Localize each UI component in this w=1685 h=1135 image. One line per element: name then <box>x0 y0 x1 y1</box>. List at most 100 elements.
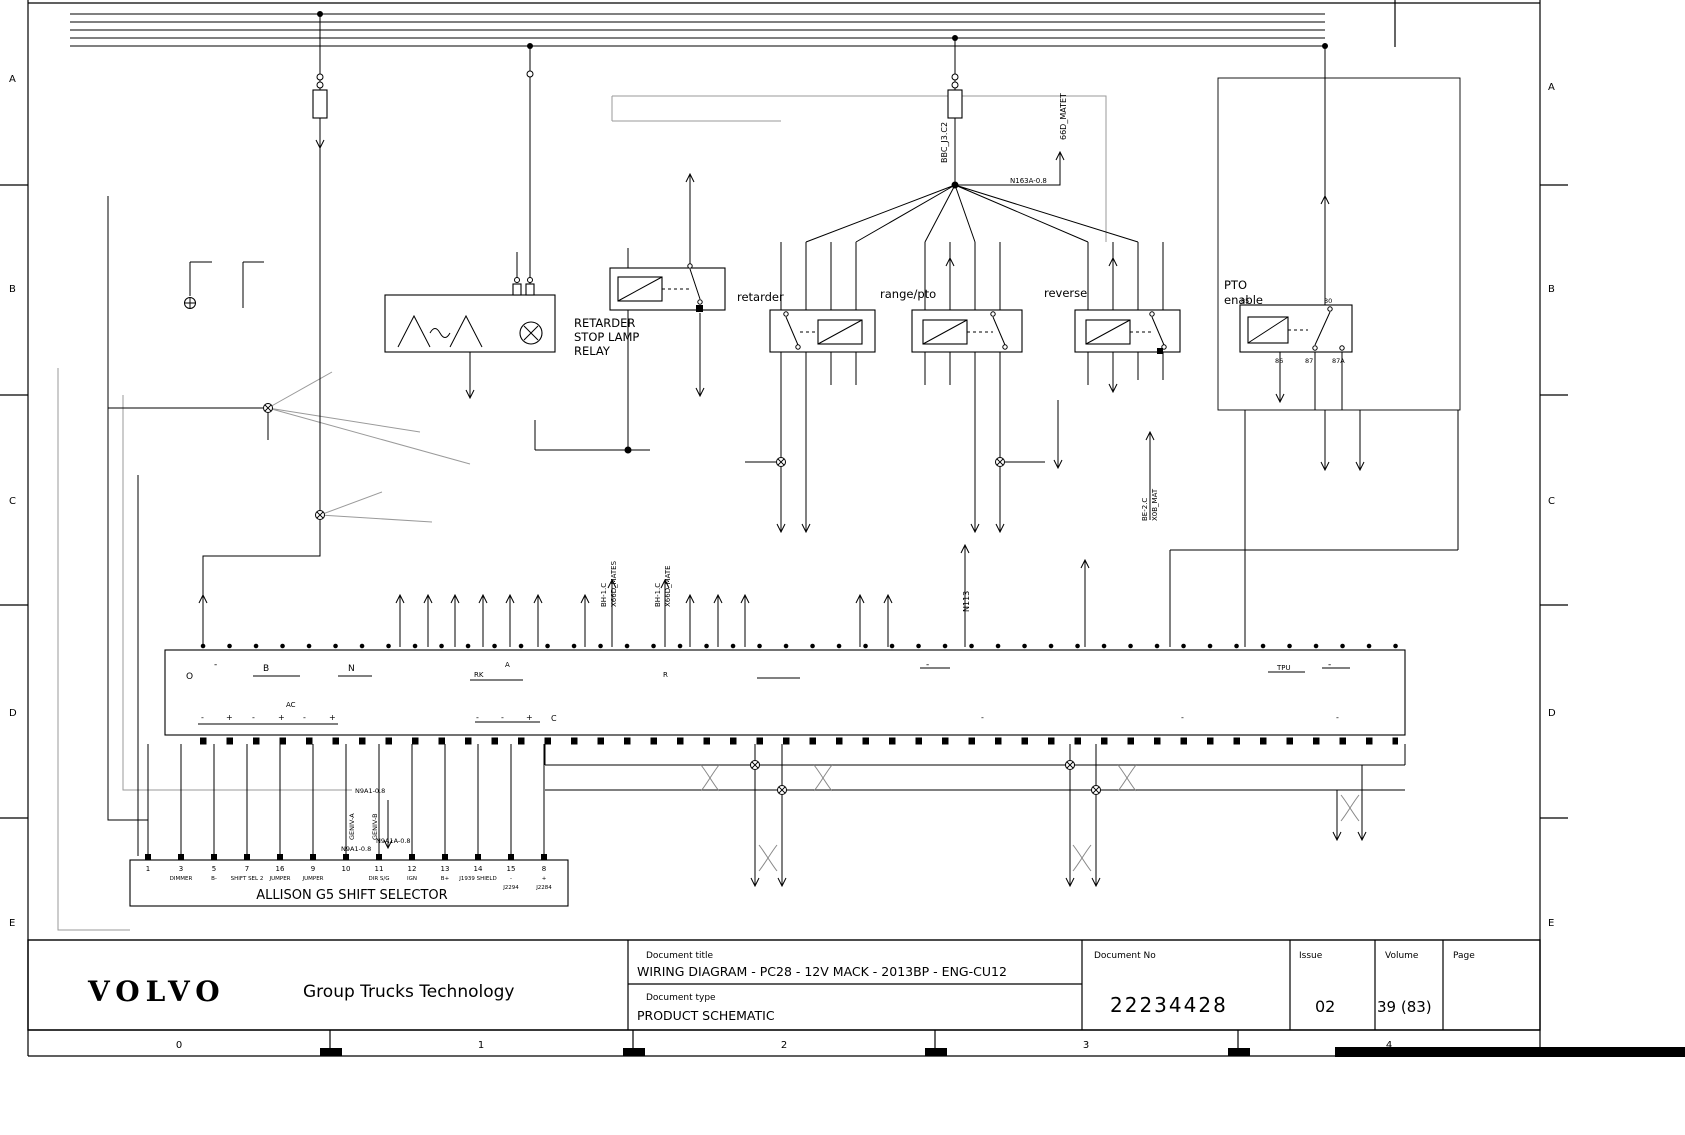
strip-marker: R <box>663 671 668 679</box>
component-label: range/pto <box>880 287 936 301</box>
wiring-lines <box>70 13 1459 886</box>
col-label: 2 <box>781 1040 787 1051</box>
doc-type-value: PRODUCT SCHEMATIC <box>637 1008 775 1023</box>
selector-pin-label: IGN <box>407 876 417 882</box>
selector-pin-label: SHIFT SEL 2 <box>231 876 264 882</box>
relay-pin-labels: 85 30 86 87 87A <box>1241 297 1345 365</box>
selector-pin-label: - <box>510 876 512 882</box>
selector-pin-number: 13 <box>441 865 450 873</box>
doc-no-value: 22234428 <box>1110 993 1228 1017</box>
selector-pin-label: J1939 SHIELD <box>458 876 496 882</box>
relay-pin: 85 <box>1241 297 1249 305</box>
company-name: Group Trucks Technology <box>303 982 515 1002</box>
reverse-relay <box>1074 309 1181 354</box>
component-label: RELAY <box>574 344 611 358</box>
selector-pin-label: JUMPER <box>301 876 323 882</box>
volvo-logo: VOLVO <box>87 975 226 1008</box>
wire-label: GENIV-A <box>348 813 356 840</box>
component-label: retarder <box>737 290 784 304</box>
strip-marker: RK <box>474 671 484 679</box>
row-label-left: E <box>9 918 15 929</box>
row-label-right: B <box>1548 284 1555 295</box>
drawing-frame <box>0 0 1685 1057</box>
direction-arrows-down <box>315 139 1367 888</box>
issue-value: 02 <box>1315 997 1335 1016</box>
fuse-symbol <box>947 73 963 119</box>
wire-labels: BBC_J3.C2 66D_MATET N163A-0.8 BH-1.C X66… <box>341 93 1159 853</box>
wire-label: N9A1A-0.8 <box>376 837 411 845</box>
relay-pin: 86 <box>1275 357 1283 365</box>
strip-marker: - <box>201 713 204 722</box>
strip-marker: + <box>278 713 285 722</box>
strip-marker: - <box>476 713 479 722</box>
wire-label: 66D_MATET <box>1059 93 1068 140</box>
frame-row-labels: A B C D E A B C D E <box>9 74 1556 929</box>
strip-marker: N <box>348 664 355 674</box>
wire-label: X0B_MAT <box>1151 488 1159 521</box>
strip-marker: AC <box>286 701 296 709</box>
wire-label: N113 <box>962 591 971 612</box>
col-label: 3 <box>1083 1040 1089 1051</box>
trim-mark <box>623 1048 645 1056</box>
selector-pin-number: 12 <box>408 865 417 873</box>
fuse-symbol <box>312 73 328 119</box>
strip-marker: - <box>214 660 217 670</box>
selector-pin-number: 16 <box>276 865 285 873</box>
col-label: 4 <box>1386 1040 1392 1051</box>
relay-pin: 87A <box>1332 357 1345 365</box>
selector-pin-number: 9 <box>311 865 315 873</box>
wire-label: X66D_MATE <box>664 565 672 607</box>
col-label: 0 <box>176 1040 182 1051</box>
retarder-stop-lamp-relay <box>609 263 726 312</box>
title-block: VOLVO Group Trucks Technology Document t… <box>27 939 1541 1031</box>
strip-marker: - <box>926 660 929 670</box>
row-label-right: C <box>1548 496 1555 507</box>
selector-pin-label: DIMMER <box>170 876 193 882</box>
selector-pin-texts: 1 3 5 7 16 9 10 11 12 13 14 15 8 DIMMER … <box>146 865 553 903</box>
selector-pin-number: 5 <box>212 865 216 873</box>
strip-marker: B <box>263 664 269 674</box>
trim-bar <box>1335 1047 1685 1057</box>
relay-pin: 30 <box>1324 297 1332 305</box>
selector-pin-sub: J2294 <box>502 885 519 891</box>
selector-pin-label: JUMPER <box>268 876 290 882</box>
selector-pin-number: 10 <box>342 865 351 873</box>
wire-label: GENIV-B <box>371 813 379 840</box>
component-label: RETARDER <box>574 316 635 330</box>
strip-marker: - <box>1181 713 1184 722</box>
terminal-strip-markers: O - B N RK A R - TPU - - + - + - + AC - … <box>186 660 1339 723</box>
component-label: enable <box>1224 293 1263 307</box>
row-label-left: A <box>9 74 16 85</box>
row-label-left: C <box>9 496 16 507</box>
volume-value: 39 (83) <box>1377 998 1432 1016</box>
wire-label: BH-1.C <box>654 583 662 607</box>
range-pto-relay <box>911 309 1023 353</box>
component-label: PTO <box>1224 278 1247 292</box>
volume-label: Volume <box>1385 951 1419 961</box>
selector-pin-label: + <box>542 876 547 882</box>
wire-label: N9A1-0.8 <box>341 845 371 853</box>
issue-label: Issue <box>1299 951 1323 961</box>
strip-marker: - <box>501 713 504 722</box>
direction-arrows-up <box>198 150 1330 604</box>
page-label: Page <box>1453 951 1475 961</box>
strip-marker: O <box>186 672 193 682</box>
doc-title-label: Document title <box>646 951 714 961</box>
strip-marker: - <box>252 713 255 722</box>
strip-marker: A <box>505 661 510 669</box>
junction-dots <box>317 11 1328 454</box>
gray-routing-lines <box>57 95 1107 931</box>
selector-pin-number: 3 <box>179 865 183 873</box>
wire-label: BBC_J3.C2 <box>940 122 949 163</box>
strip-marker: - <box>303 713 306 722</box>
selector-title: ALLISON G5 SHIFT SELECTOR <box>256 888 447 903</box>
component-label: STOP LAMP <box>574 330 639 344</box>
strip-marker: + <box>226 713 233 722</box>
selector-pin-number: 8 <box>542 865 546 873</box>
retarder-relay <box>769 309 876 353</box>
trim-mark <box>320 1048 342 1056</box>
frame-column-labels: 0 1 2 3 4 <box>176 1040 1392 1051</box>
selector-pin-number: 14 <box>474 865 483 873</box>
terminal-strip <box>164 643 1406 745</box>
